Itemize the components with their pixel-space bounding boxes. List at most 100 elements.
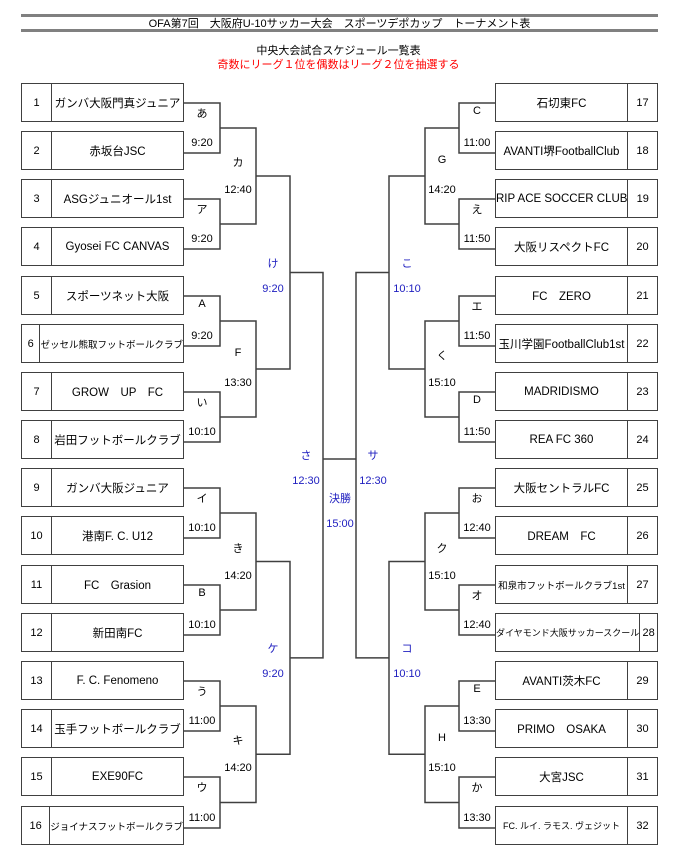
team-entry: 4 Gyosei FC CANVAS — [21, 227, 184, 266]
bracket-line-r2 — [424, 512, 459, 611]
team-number: 30 — [627, 710, 657, 747]
team-number: 1 — [22, 84, 52, 121]
match-time: 11:00 — [188, 812, 216, 824]
bracket-line-r3 — [388, 560, 425, 755]
team-name: ゼッセル熊取フットボールクラブ — [40, 339, 183, 351]
team-number: 8 — [22, 421, 52, 458]
team-number: 12 — [22, 614, 52, 651]
match-id: G — [437, 154, 447, 166]
team-number: 13 — [22, 662, 52, 699]
team-number: 5 — [22, 277, 52, 314]
match-time: 12:40 — [463, 522, 491, 534]
team-number: 4 — [22, 228, 52, 265]
team-name: ASGジュニオール1st — [63, 193, 172, 206]
team-name: FC. ルイ. ラモス. ヴェジット — [502, 821, 620, 831]
match-id: B — [198, 587, 206, 599]
match-time: 11:50 — [463, 426, 491, 438]
team-number: 3 — [22, 180, 52, 217]
team-name: 玉手フットボールクラブ — [54, 723, 181, 736]
match-id: ウ — [196, 782, 208, 794]
match-time: 10:10 — [188, 426, 216, 438]
match-time: 9:20 — [262, 667, 284, 680]
match-id: サ — [367, 450, 379, 463]
team-name: EXE90FC — [91, 770, 144, 783]
match-id: か — [471, 782, 483, 794]
match-id: え — [471, 204, 483, 216]
match-time: 10:10 — [188, 522, 216, 534]
bracket-line-r2 — [220, 320, 257, 418]
team-number: 24 — [627, 421, 657, 458]
team-number: 14 — [22, 710, 52, 747]
team-entry: FC. ルイ. ラモス. ヴェジット 32 — [495, 806, 658, 845]
match-time: 12:40 — [463, 619, 491, 631]
match-id: さ — [300, 450, 312, 463]
team-number: 27 — [627, 566, 657, 603]
team-number: 11 — [22, 566, 52, 603]
match-time: 9:20 — [191, 137, 213, 149]
match-id: コ — [401, 642, 413, 655]
team-name: RIP ACE SOCCER CLUB — [496, 192, 628, 205]
match-time: 11:00 — [463, 137, 491, 149]
team-name: REA FC 360 — [529, 433, 594, 446]
match-id: C — [473, 105, 481, 117]
team-name: FC ZERO — [532, 290, 591, 303]
match-id: キ — [232, 735, 244, 748]
team-entry: AVANTI堺FootballClub 18 — [495, 131, 658, 170]
team-number: 29 — [627, 662, 657, 699]
match-id: こ — [401, 257, 413, 270]
team-number: 32 — [627, 807, 657, 844]
team-number: 7 — [22, 373, 52, 410]
match-time: 12:30 — [359, 475, 387, 488]
page-title: OFA第7回 大阪府U-10サッカー大会 スポーツデポカップ トーナメント表 — [148, 18, 531, 30]
match-time: 14:20 — [428, 184, 456, 196]
team-number: 18 — [627, 132, 657, 169]
bracket-line-r2 — [220, 512, 257, 611]
team-entry: AVANTI茨木FC 29 — [495, 661, 658, 700]
team-name: 和泉市フットボールクラブ1st — [498, 580, 625, 592]
team-entry: REA FC 360 24 — [495, 420, 658, 459]
team-number: 21 — [627, 277, 657, 314]
team-number: 2 — [22, 132, 52, 169]
team-name: Gyosei FC CANVAS — [65, 240, 170, 253]
bracket-line-r2 — [220, 127, 257, 225]
match-time: 11:50 — [463, 233, 491, 245]
team-number: 20 — [627, 228, 657, 265]
team-number: 16 — [22, 807, 51, 844]
team-number: 15 — [22, 758, 52, 795]
match-id: け — [267, 257, 279, 270]
match-id: き — [232, 542, 244, 555]
match-time: 15:10 — [428, 569, 456, 582]
team-name: 新田南FC — [92, 627, 143, 640]
team-entry: 15 EXE90FC — [21, 757, 184, 796]
team-name: ジョイナスフットボールクラブ — [50, 821, 183, 833]
match-time: 13:30 — [463, 812, 491, 824]
match-time: 15:10 — [428, 762, 456, 775]
bracket-line-semi — [355, 271, 389, 659]
draw-note: 奇数にリーグ１位を偶数はリーグ２位を抽選する — [217, 59, 460, 71]
match-id: A — [198, 298, 206, 310]
team-entry: 12 新田南FC — [21, 613, 184, 652]
team-name: AVANTI茨木FC — [522, 675, 601, 688]
team-number: 22 — [627, 325, 657, 362]
match-time: 10:10 — [393, 282, 421, 295]
team-number: 19 — [627, 180, 657, 217]
bracket-line-r2 — [220, 705, 257, 804]
team-name: 石切東FC — [536, 97, 587, 110]
team-name: AVANTI堺FootballClub — [503, 145, 620, 158]
team-name: 港南F. C. U12 — [82, 530, 153, 543]
